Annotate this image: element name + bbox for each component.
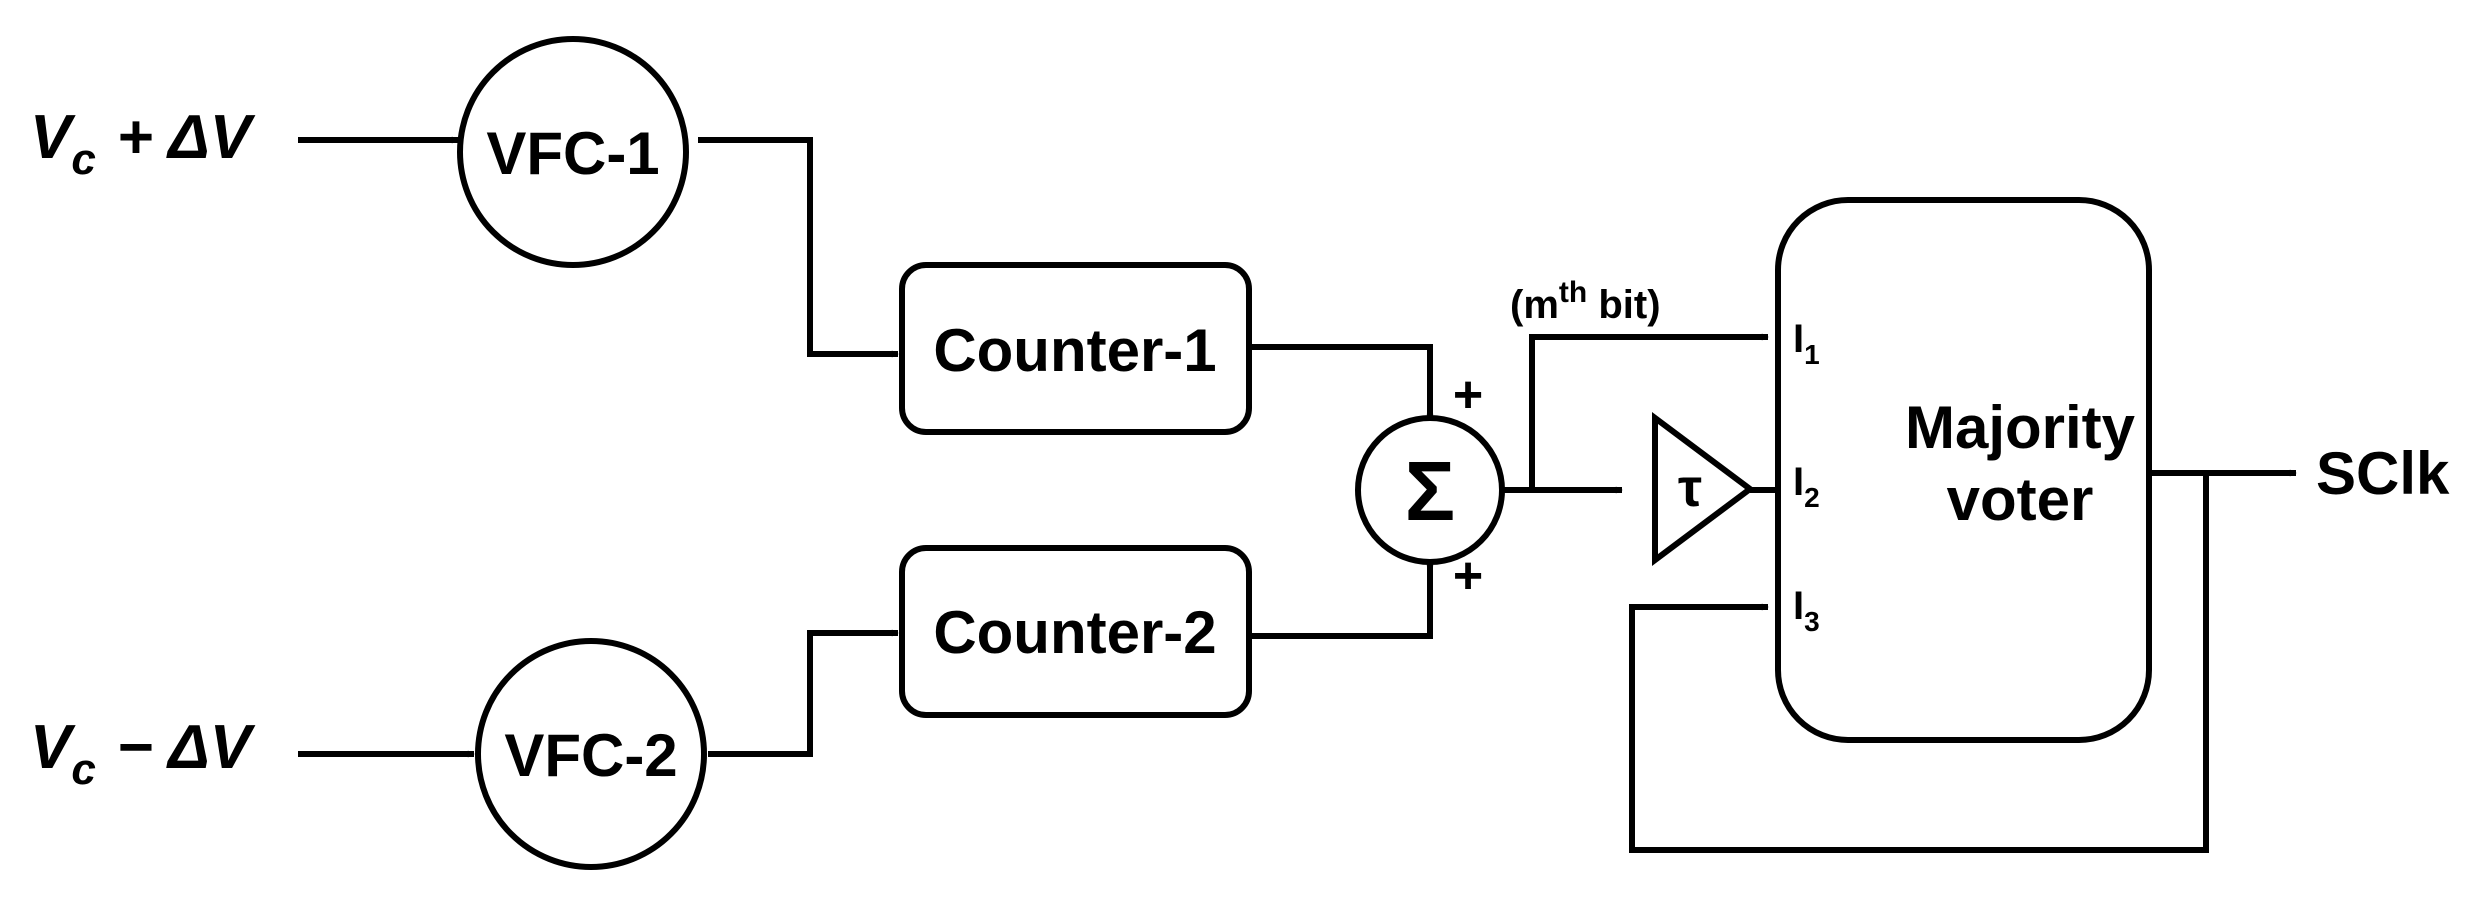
wire-vfc2-counter2 [708,629,899,757]
vfc-2-block: VFC-2 [475,638,707,870]
port-i1-label: I1 [1793,317,1820,370]
sign-plus-bottom: + [1453,547,1483,605]
wire-counter1-summer [1250,344,1434,421]
sign-plus-top: + [1453,366,1483,424]
counter-1-label: Counter-1 [933,317,1216,384]
vfc-2-label: VFC-2 [504,722,677,789]
input-bottom-label: Vc−ΔV [30,713,256,794]
tau-symbol: τ [1678,458,1702,518]
majority-voter-block: Majority voter [1775,197,2152,743]
wire-feedback-i3 [1629,473,2209,853]
port-i3-label: I3 [1793,584,1820,637]
port-i2-label: I2 [1793,460,1820,513]
counter-1-block: Counter-1 [899,262,1252,435]
wire-mth-bit-i1 [1529,333,1769,490]
counter-2-label: Counter-2 [933,599,1216,666]
wire-counter2-summer [1250,559,1434,639]
delay-buffer: τ [1652,412,1756,566]
input-top-label: Vc+ΔV [30,103,256,184]
voter-label-line2: voter [1947,466,2094,533]
vfc-1-label: VFC-1 [486,120,659,187]
counter-2-block: Counter-2 [899,545,1252,718]
vfc-1-block: VFC-1 [457,36,689,268]
mth-bit-label: (mth bit) [1510,276,1661,327]
wire-vfc1-counter1 [698,137,899,358]
summer-block: Σ [1355,415,1505,565]
output-sclk-label: SClk [2316,440,2450,507]
voter-label-line1: Majority [1905,394,2136,461]
sigma-symbol: Σ [1405,444,1455,538]
